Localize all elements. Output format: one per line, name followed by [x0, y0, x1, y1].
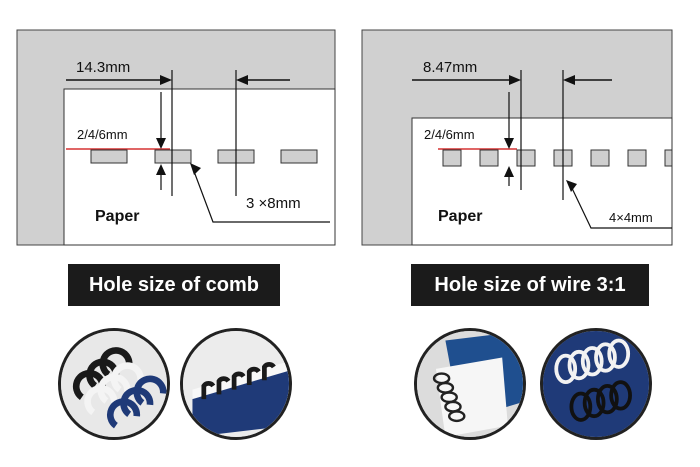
- comb-caption-banner: Hole size of comb: [68, 264, 280, 306]
- wire-hole: [664, 149, 673, 167]
- right-hole-size-label: 4×4mm: [609, 210, 653, 225]
- left-paper: [63, 88, 336, 246]
- wire-caption-banner: Hole size of wire 3:1: [411, 264, 649, 306]
- comb-binding-rings-photo: [58, 328, 170, 440]
- comb-hole: [154, 149, 192, 164]
- wire-binding-coils-photo: [540, 328, 652, 440]
- comb-rings-illustration: [61, 331, 167, 437]
- comb-hole: [280, 149, 318, 164]
- left-hole-distance-label: 2/4/6mm: [77, 127, 128, 142]
- right-paper-label: Paper: [438, 208, 483, 225]
- wire-bound-notebook-photo: [414, 328, 526, 440]
- wire-hole: [590, 149, 610, 167]
- wire-hole: [516, 149, 536, 167]
- left-hole-size-label: 3 ×8mm: [246, 195, 301, 212]
- comb-bound-book-photo: [180, 328, 292, 440]
- right-pitch-label: 8.47mm: [423, 59, 478, 76]
- right-hole-distance-label: 2/4/6mm: [424, 127, 475, 142]
- wire-coils-illustration: [543, 331, 649, 437]
- wire-hole: [479, 149, 499, 167]
- comb-book-illustration: [183, 331, 289, 437]
- wire-notebook-illustration: [417, 331, 523, 437]
- wire-hole: [442, 149, 462, 167]
- left-pitch-label: 14.3mm: [76, 59, 131, 76]
- comb-hole: [90, 149, 128, 164]
- left-paper-label: Paper: [95, 208, 140, 225]
- right-paper: [411, 117, 673, 246]
- wire-hole: [627, 149, 647, 167]
